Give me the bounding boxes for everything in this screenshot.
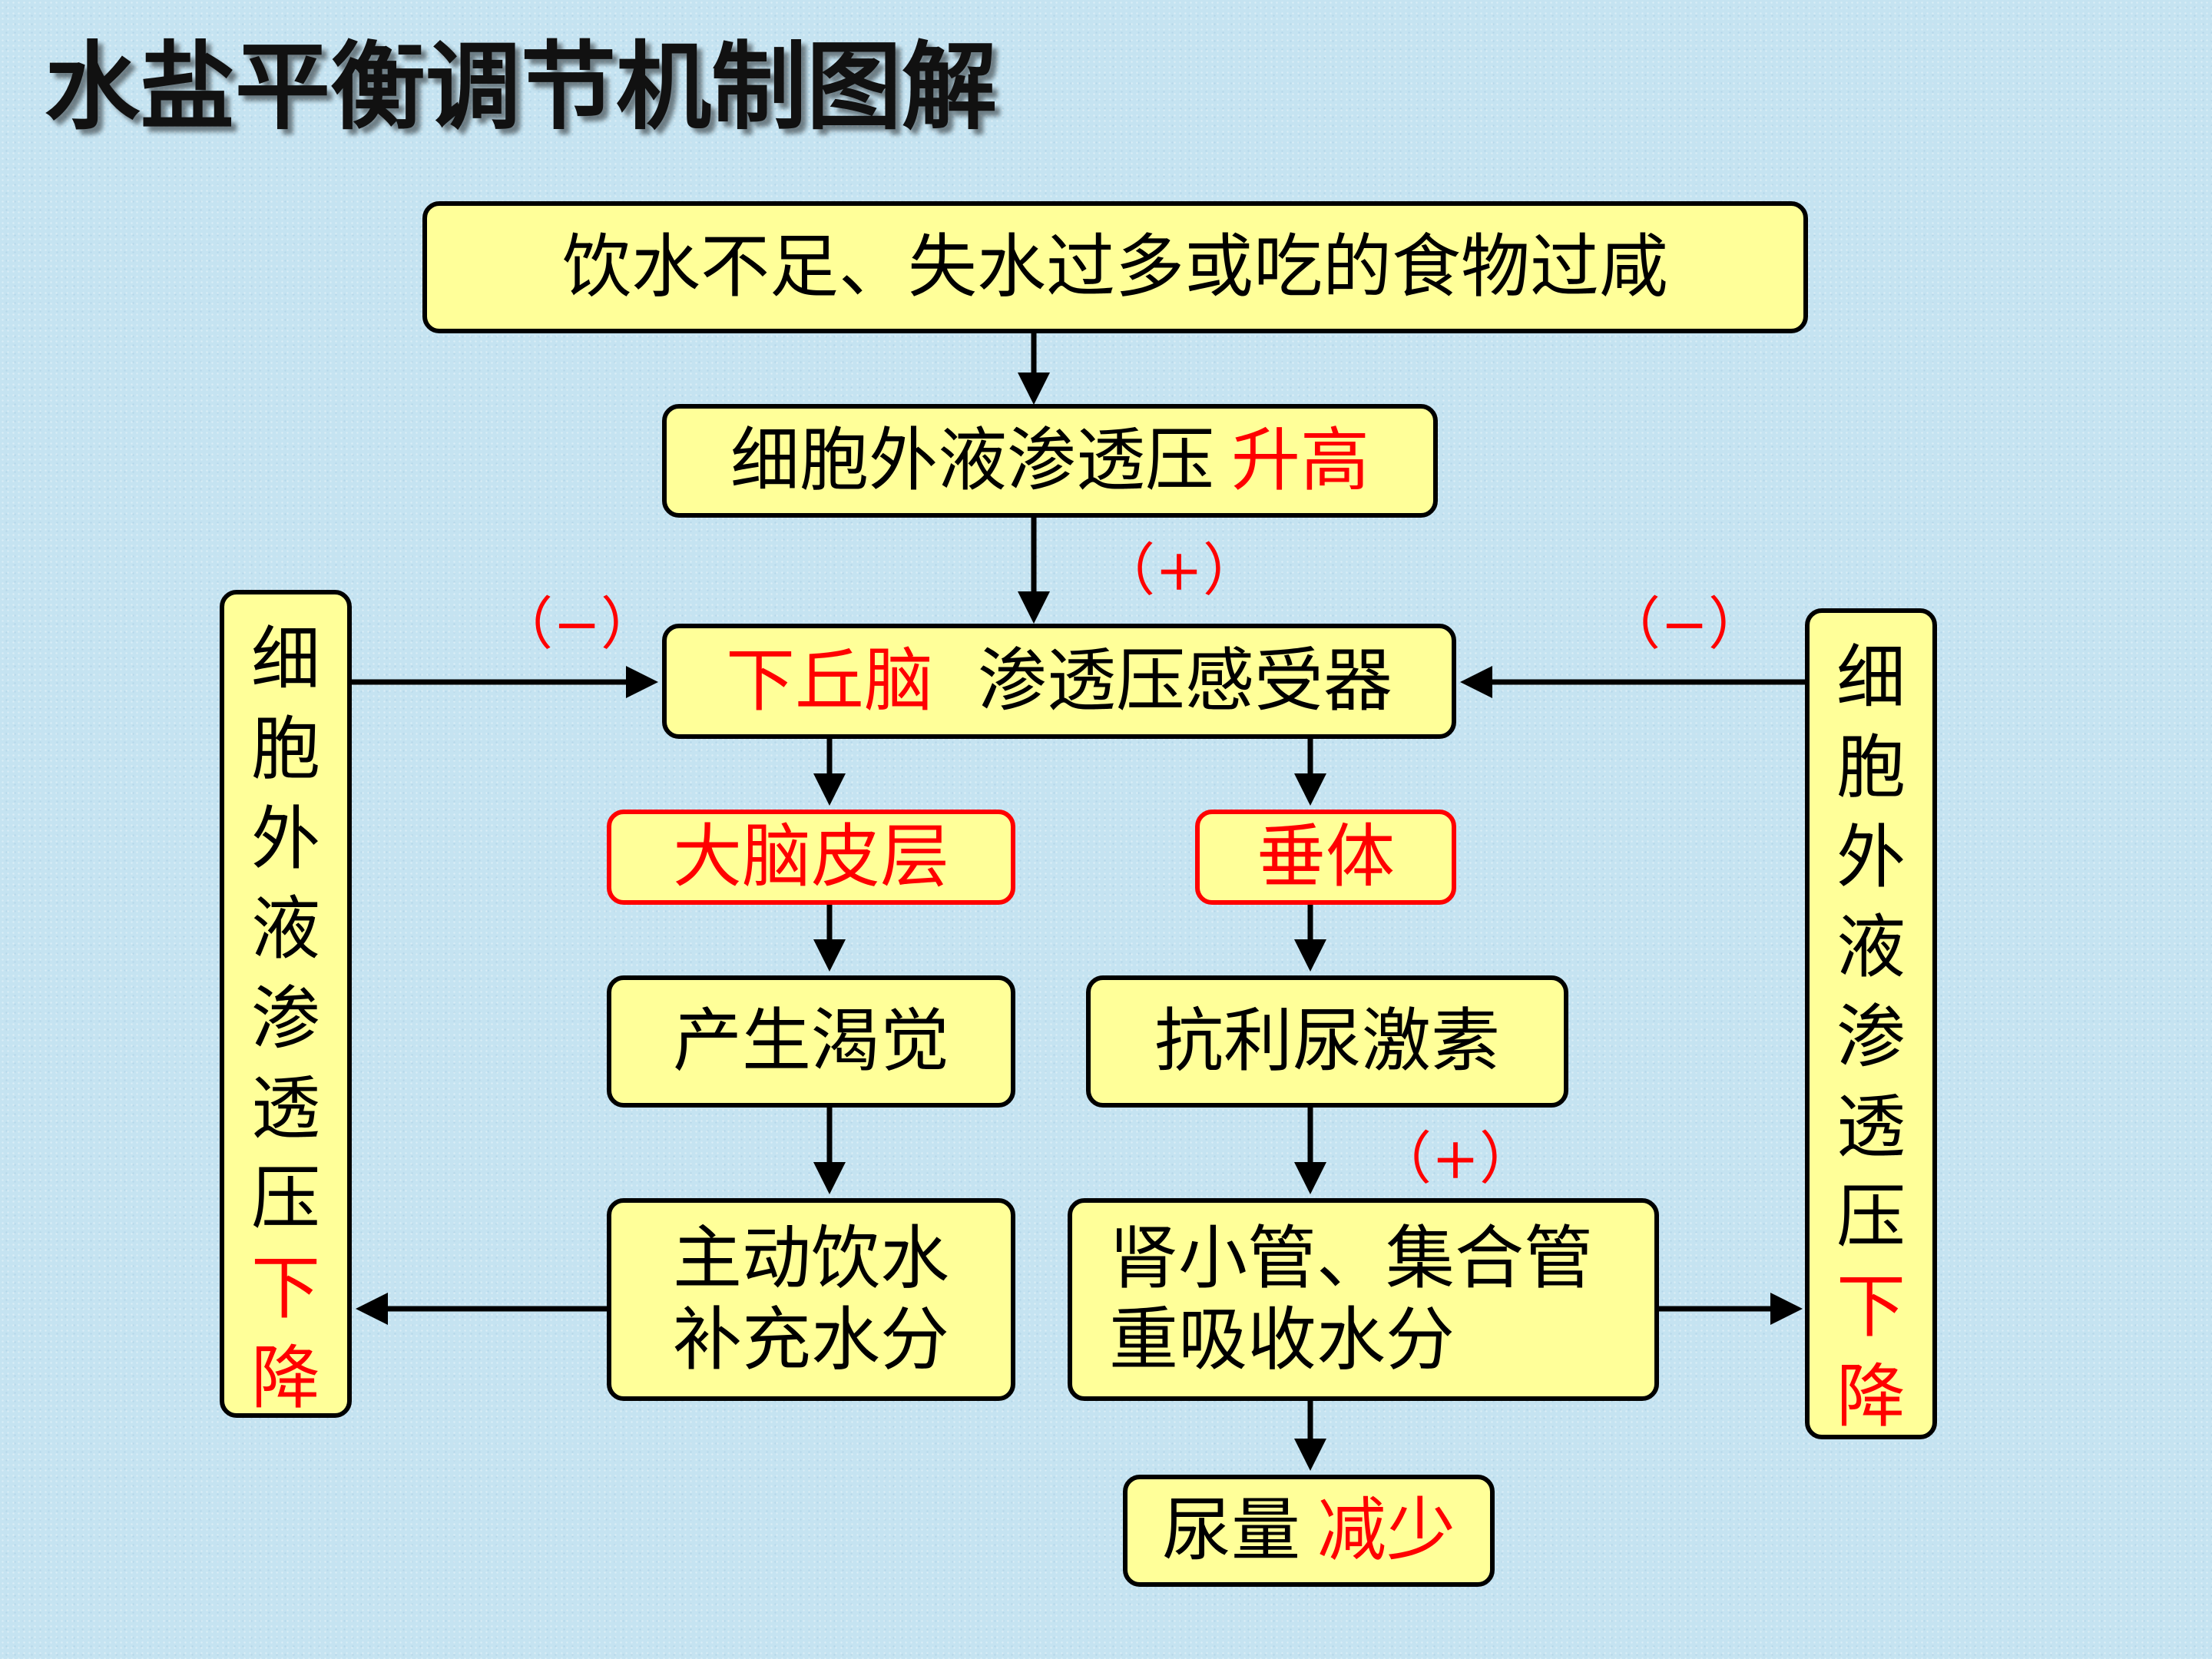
- minus-sign-right: （−）: [1604, 591, 1766, 657]
- plus-sign-top: （+）: [1098, 538, 1260, 604]
- right-char: 细: [1836, 637, 1906, 718]
- right-osmotic-drop-box: 细 胞 外 液 渗 透 压 下 降: [1805, 608, 1937, 1439]
- adh-text: 抗利尿激素: [1154, 1000, 1500, 1081]
- page-title: 水盐平衡调节机制图解: [45, 32, 998, 143]
- right-char: 液: [1836, 907, 1906, 988]
- right-char: 压: [1836, 1177, 1906, 1257]
- drink-box: 主动饮水 补充水分: [607, 1198, 1015, 1401]
- left-red-char: 降: [251, 1338, 320, 1419]
- adh-box: 抗利尿激素: [1086, 975, 1568, 1108]
- drink-line2: 补充水分: [673, 1300, 949, 1380]
- pituitary-box: 垂体: [1195, 810, 1456, 905]
- urine-highlight: 减少: [1317, 1489, 1455, 1571]
- hypothalamus-box: 下丘脑 渗透压感受器: [662, 624, 1456, 739]
- left-char: 透: [251, 1068, 320, 1149]
- kidney-line2: 重吸收水分: [1109, 1300, 1455, 1380]
- left-char: 液: [251, 889, 320, 969]
- urine-box: 尿量 减少: [1123, 1475, 1495, 1587]
- kidney-box: 肾小管、集合管 重吸收水分: [1068, 1198, 1659, 1401]
- cortex-text: 大脑皮层: [673, 816, 949, 897]
- osmotic-rise-text: 细胞外液渗透压: [730, 419, 1214, 501]
- drink-line1: 主动饮水: [673, 1217, 949, 1299]
- left-char: 外: [251, 799, 320, 879]
- pituitary-text: 垂体: [1257, 816, 1395, 897]
- left-char: 渗: [251, 979, 320, 1059]
- urine-text: 尿量: [1162, 1489, 1300, 1571]
- plus-sign-kidney: （+）: [1375, 1126, 1537, 1192]
- right-red-char: 下: [1836, 1267, 1906, 1347]
- cortex-box: 大脑皮层: [607, 810, 1015, 905]
- left-char: 细: [251, 619, 320, 700]
- kidney-line1: 肾小管、集合管: [1109, 1217, 1593, 1299]
- osmotic-rise-box: 细胞外液渗透压 升高: [662, 404, 1438, 518]
- right-char: 胞: [1836, 727, 1906, 808]
- thirst-text: 产生渴觉: [673, 1000, 949, 1081]
- right-char: 透: [1836, 1087, 1906, 1167]
- cause-box: 饮水不足、失水过多或吃的食物过咸: [422, 201, 1808, 333]
- right-char: 外: [1836, 817, 1906, 898]
- hypothalamus-highlight: 下丘脑: [726, 640, 933, 721]
- cause-text: 饮水不足、失水过多或吃的食物过咸: [562, 226, 1668, 307]
- right-red-char: 降: [1836, 1356, 1906, 1437]
- right-char: 渗: [1836, 997, 1906, 1078]
- thirst-box: 产生渴觉: [607, 975, 1015, 1108]
- hypothalamus-text: 渗透压感受器: [978, 640, 1392, 721]
- left-red-char: 下: [251, 1248, 320, 1329]
- left-char: 胞: [251, 709, 320, 790]
- left-osmotic-drop-box: 细 胞 外 液 渗 透 压 下 降: [220, 590, 352, 1419]
- minus-sign-left: （−）: [496, 591, 658, 657]
- left-char: 压: [251, 1158, 320, 1239]
- osmotic-rise-highlight: 升高: [1231, 419, 1369, 501]
